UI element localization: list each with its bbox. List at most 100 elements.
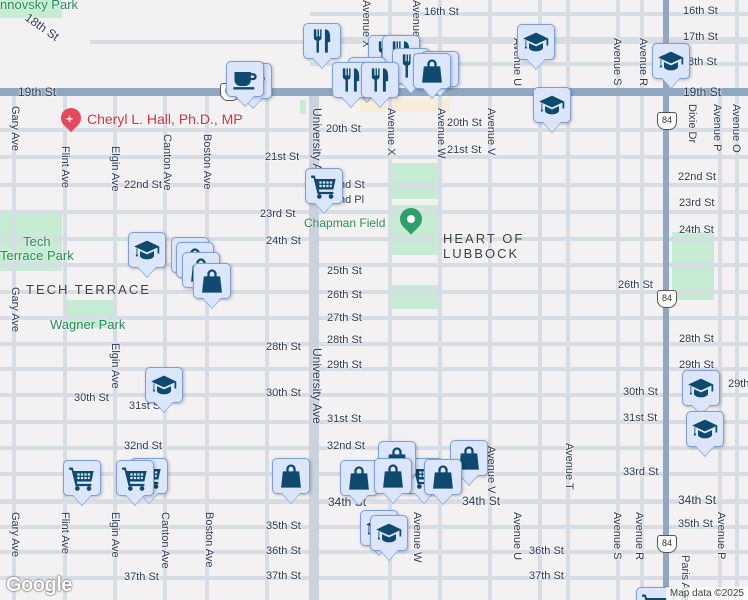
street-label: 16th St (424, 6, 459, 18)
street-label: 23rd St (260, 208, 296, 220)
avenue-label: Avenue O (730, 104, 742, 153)
school-marker[interactable] (533, 87, 571, 123)
avenue-label: Gary Ave (9, 512, 21, 558)
avenue-label: Elgin Ave (109, 512, 121, 558)
street-label: 33rd St (623, 466, 659, 478)
park-26th (392, 285, 440, 309)
shopping-marker[interactable] (193, 263, 231, 299)
avenue-label: Avenue S (611, 512, 623, 560)
cafe-marker[interactable] (226, 61, 264, 97)
street-label: 36th St (529, 545, 564, 557)
medical-cross-glyph: + (66, 112, 74, 126)
street-label: 31st St (129, 400, 164, 412)
grocery-marker[interactable] (116, 460, 154, 496)
street-label: 37th St (529, 570, 564, 582)
google-logo[interactable]: Google (6, 574, 72, 596)
school-marker[interactable] (517, 24, 555, 60)
street-label: 21st St (447, 144, 482, 156)
park-wagner (65, 300, 113, 328)
park-chapman-north (392, 163, 440, 199)
graduation-cap-icon (375, 519, 403, 547)
avenue-label: Avenue X (385, 108, 397, 156)
road-24th (0, 237, 748, 241)
school-marker[interactable] (686, 411, 724, 447)
street-label: 19th St (18, 85, 57, 99)
road-32nd (0, 446, 748, 450)
avenue-label: Avenue W (411, 512, 423, 563)
coffee-cup-icon (231, 65, 259, 93)
avenue-label: Avenue P (715, 512, 727, 560)
road-avenue-r (640, 0, 644, 600)
avenue-label: Avenue W (435, 108, 447, 159)
street-label: 34th St (462, 494, 501, 508)
school-marker[interactable] (145, 367, 183, 403)
map-attribution[interactable]: Map data ©2025 (665, 587, 748, 600)
street-label: 30th St (74, 392, 109, 404)
street-label: 24th St (266, 235, 301, 247)
road-20th (0, 128, 748, 132)
street-label: nd Pl (339, 194, 365, 206)
shopping-marker[interactable] (424, 459, 462, 495)
shopping-cart-icon (310, 172, 338, 200)
street-label: 37th St (124, 571, 159, 583)
poi-cheryl-hall[interactable]: Cheryl L. Hall, Ph.D., MP (87, 111, 243, 127)
road-avenue-t (566, 0, 570, 600)
park-label-chapman-field: Chapman Field (304, 216, 386, 230)
street-label: 27th St (327, 312, 362, 324)
road-31st (0, 420, 748, 424)
avenue-label: Canton Ave (159, 512, 171, 569)
street-label: 32nd St (327, 440, 365, 452)
shopping-bag-icon (345, 464, 373, 492)
road-avenue-w (438, 0, 442, 600)
avenue-label: Dixie Dr (686, 104, 698, 144)
street-label: 28th St (327, 334, 362, 346)
street-label: 31st St (623, 412, 658, 424)
shopping-marker[interactable] (340, 460, 378, 496)
shopping-bag-icon (379, 462, 407, 490)
park-ulanovsky (0, 0, 62, 18)
graduation-cap-icon (150, 371, 178, 399)
school-marker[interactable] (128, 232, 166, 268)
road-30th (0, 393, 748, 397)
avenue-label: Avenue P (711, 104, 723, 152)
street-label: 22nd St (124, 179, 162, 191)
school-marker[interactable] (682, 370, 720, 406)
shopping-marker[interactable] (413, 53, 451, 89)
avenue-label: Elgin Ave (109, 343, 121, 389)
restaurant-marker[interactable] (361, 62, 399, 98)
street-label: 25th St (327, 265, 362, 277)
avenue-label: Canton Ave (161, 134, 173, 191)
avenue-label: Elgin Ave (109, 146, 121, 192)
school-marker[interactable] (370, 515, 408, 551)
grocery-marker[interactable] (305, 168, 343, 204)
street-label: 28th St (266, 341, 301, 353)
grocery-marker[interactable] (63, 460, 101, 496)
road-avenue-v (488, 0, 492, 600)
graduation-cap-icon (657, 47, 685, 75)
avenue-label: Boston Ave (201, 134, 213, 190)
road-34th (0, 499, 748, 504)
road-gary (12, 95, 16, 600)
shopping-cart-icon (641, 591, 669, 600)
street-label: 36th St (266, 545, 301, 557)
street-label: 37th St (266, 570, 301, 582)
avenue-label: Avenue S (611, 38, 623, 86)
graduation-cap-icon (538, 91, 566, 119)
road-28th (0, 342, 748, 346)
park-label-wagner: Wagner Park (50, 317, 126, 332)
restaurant-marker[interactable] (303, 23, 341, 59)
fork-knife-icon (308, 27, 336, 55)
road-23rd (0, 210, 748, 214)
shopping-marker[interactable] (272, 458, 310, 494)
graduation-cap-icon (691, 415, 719, 443)
park-pin-dot (407, 215, 415, 223)
avenue-label: Flint Ave (59, 146, 71, 188)
shopping-marker[interactable] (374, 458, 412, 494)
road-avenue-o (735, 0, 739, 600)
street-label: nd St (339, 179, 365, 191)
school-marker[interactable] (652, 43, 690, 79)
road-boston (205, 95, 209, 600)
street-label: 26th St (618, 279, 653, 291)
